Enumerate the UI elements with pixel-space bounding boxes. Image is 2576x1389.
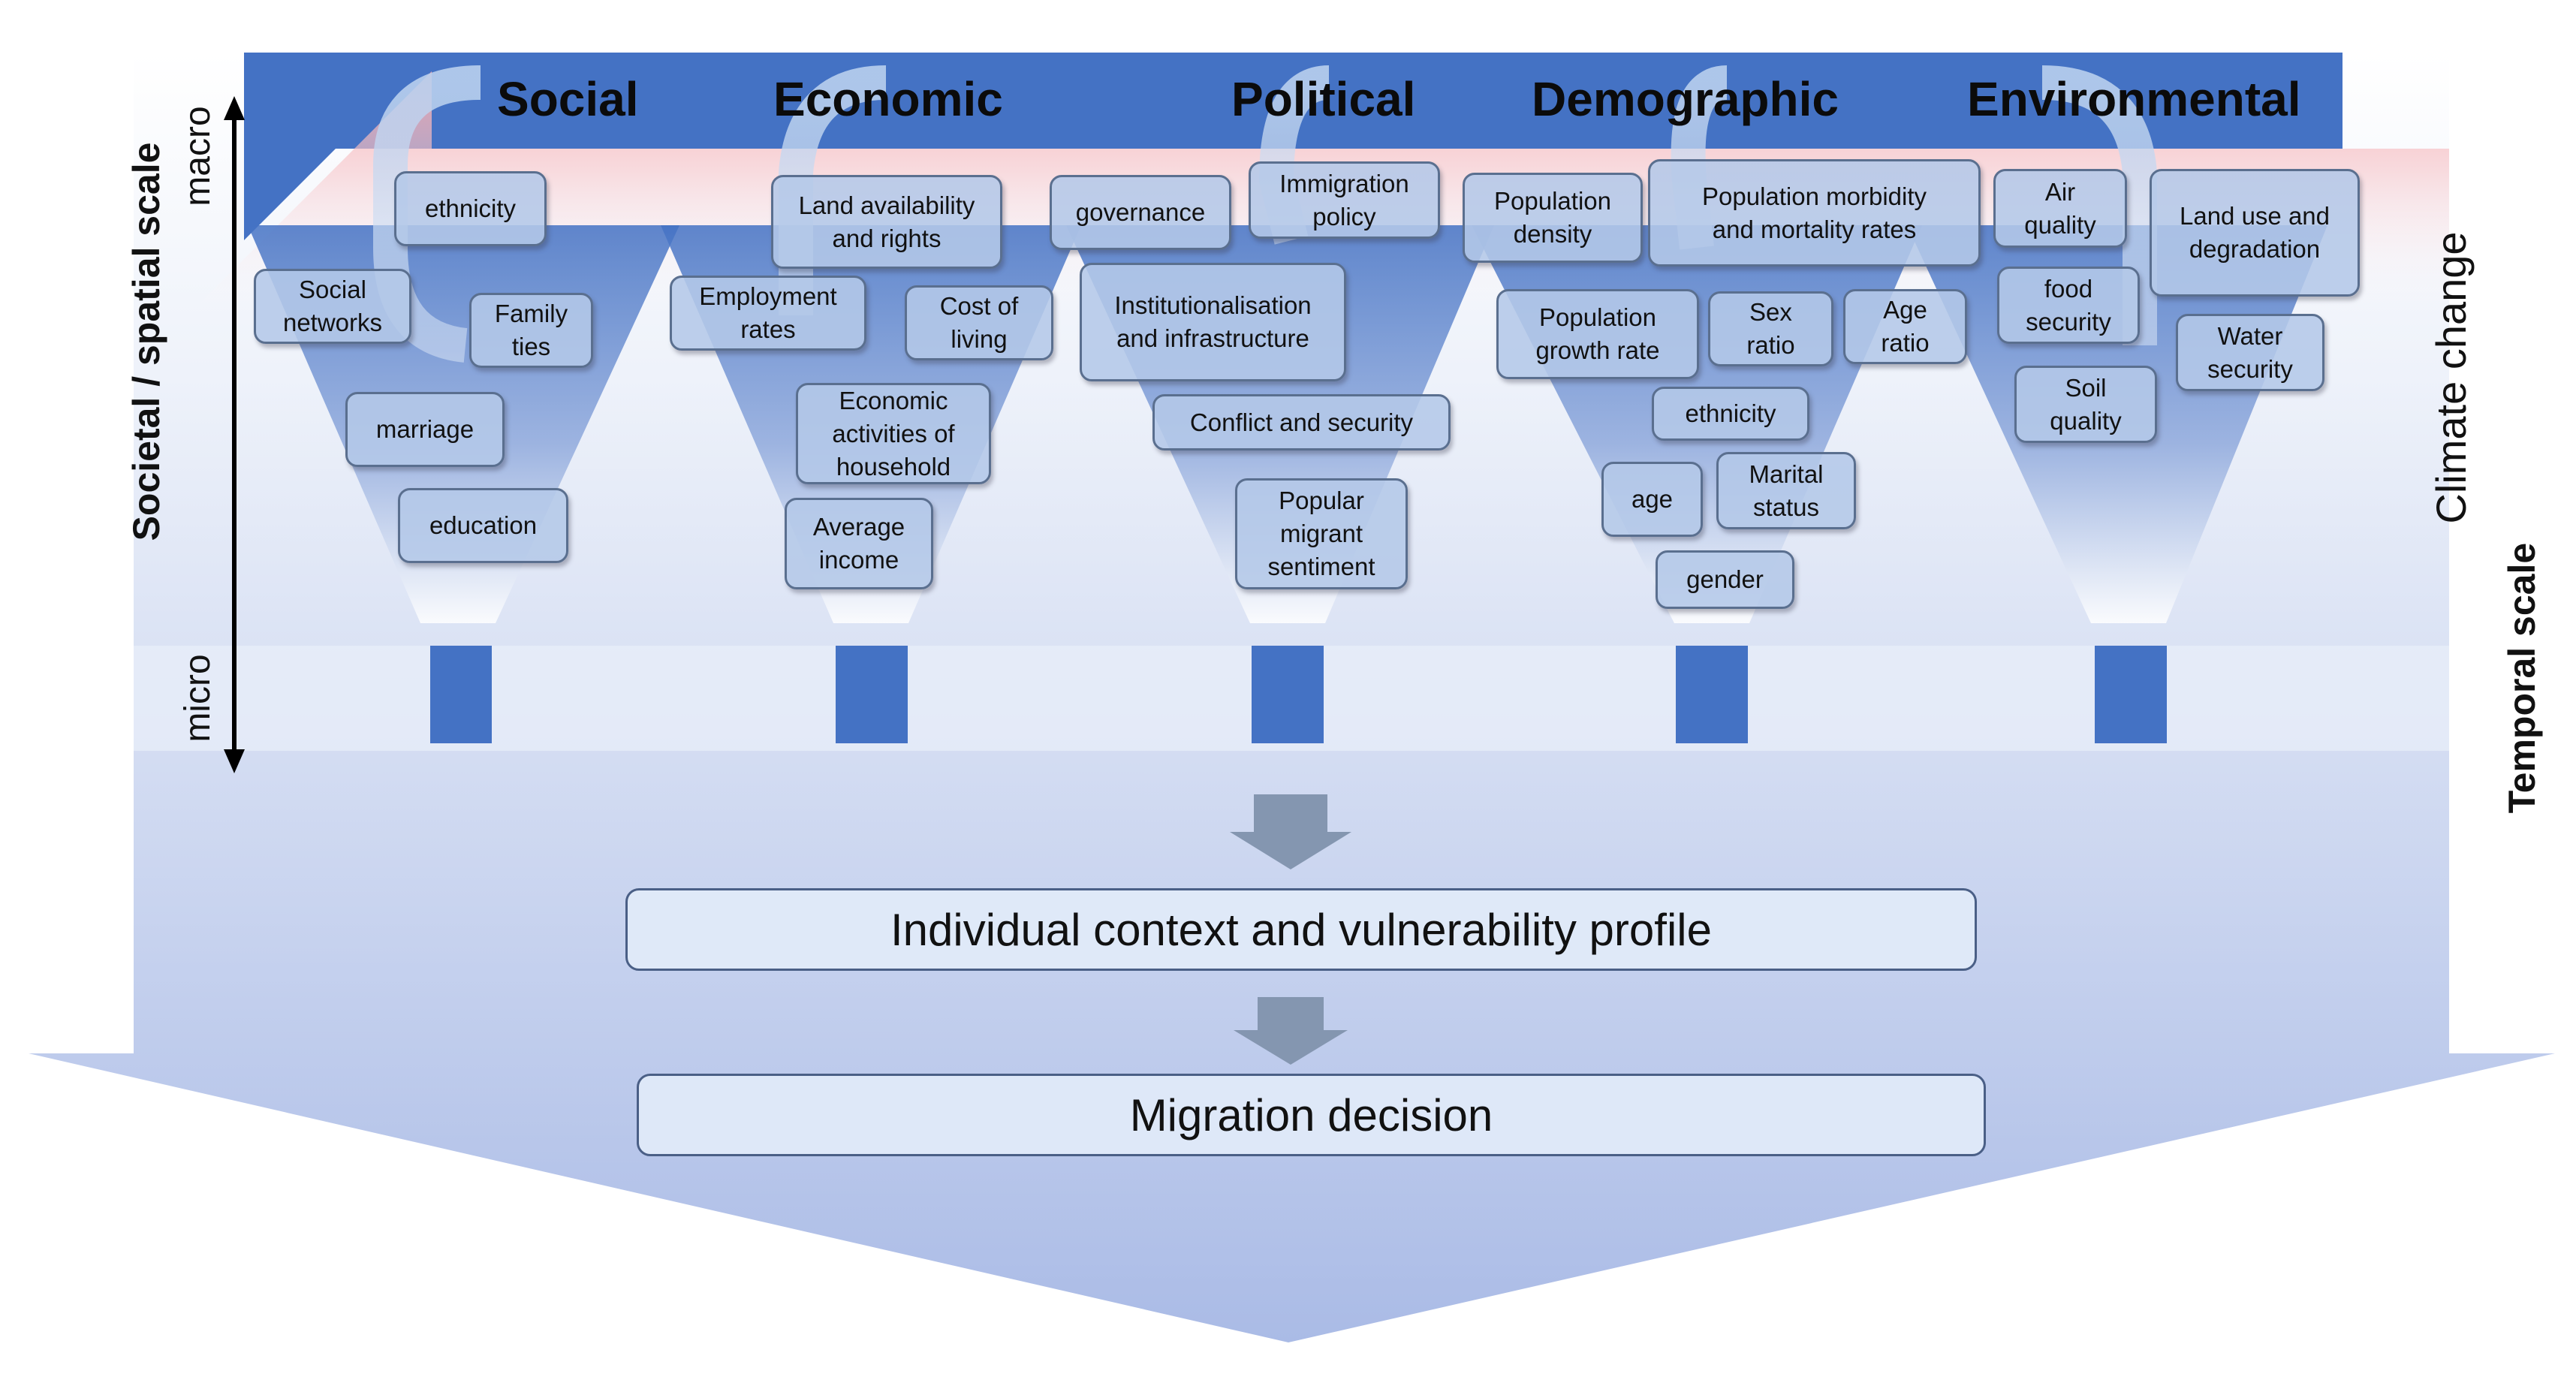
factor-marriage: marriage [345,392,505,467]
factor-social-ethnicity: ethnicity [394,171,547,246]
factor-cost-of-living: Cost of living [905,285,1053,360]
factor-population-morbidity-mortality: Population morbidity and mortality rates [1648,159,1981,267]
stem-demographic [1676,646,1748,743]
factor-education: education [398,488,568,563]
factor-economic-activities: Economic activities of household [796,383,991,484]
corner-triangle [244,53,432,240]
curve-arrow-economic [779,65,887,315]
down-arrow-1-icon [1230,794,1351,869]
scale-arrow-up-icon [224,96,245,120]
header-political: Political [1231,72,1416,126]
individual-vulnerability-profile: Individual context and vulnerability pro… [625,888,1977,971]
header-demographic: Demographic [1532,72,1839,126]
factor-popular-migrant-sentiment: Popular migrant sentiment [1235,478,1408,589]
factor-land-use-degradation: Land use and degradation [2150,169,2360,297]
migration-decision: Migration decision [637,1074,1986,1156]
factor-population-growth-rate: Population growth rate [1496,289,1699,379]
axis-label-temporal-scale: Temporal scale [2501,542,2543,814]
axis-label-climate-change: Climate change [2427,231,2475,524]
factor-age-ratio: Age ratio [1843,289,1967,364]
factor-social-networks: Social networks [254,269,411,344]
factor-institutionalisation: Institutionalisation and infrastructure [1080,263,1346,381]
down-arrow-2-icon [1234,997,1348,1065]
factor-demographic-ethnicity: ethnicity [1652,387,1809,441]
axis-label-micro: micro [178,654,218,743]
stem-economic [836,646,908,743]
factor-land-availability: Land availability and rights [771,175,1002,269]
stem-environmental [2095,646,2167,743]
stem-political [1252,646,1324,743]
curve-arrow-social [373,65,481,363]
scale-arrow-down-icon [224,749,245,773]
axis-label-societal-spatial-scale: Societal / spatial scale [125,142,167,541]
curve-arrow-environmental [2041,65,2157,345]
factor-marital-status: Marital status [1716,452,1856,529]
factor-gender: gender [1656,550,1794,609]
factor-water-security: Water security [2176,314,2324,391]
stem-social [430,646,492,743]
factor-age: age [1601,462,1703,537]
factor-average-income: Average income [785,498,933,589]
factor-conflict-and-security: Conflict and security [1152,394,1451,450]
factor-food-security: food security [1997,267,2140,344]
factor-air-quality: Air quality [1993,169,2127,248]
header-economic: Economic [773,72,1003,126]
header-social: Social [497,72,639,126]
factor-governance: governance [1050,175,1231,250]
factor-family-ties: Family ties [469,293,593,368]
factor-immigration-policy: Immigration policy [1249,161,1440,239]
factor-sex-ratio: Sex ratio [1708,291,1833,366]
factor-soil-quality: Soil quality [2014,366,2157,443]
factor-population-density: Population density [1463,173,1643,263]
axis-label-macro: macro [178,106,218,206]
factor-employment-rates: Employment rates [670,276,866,351]
header-environmental: Environmental [1967,72,2301,126]
